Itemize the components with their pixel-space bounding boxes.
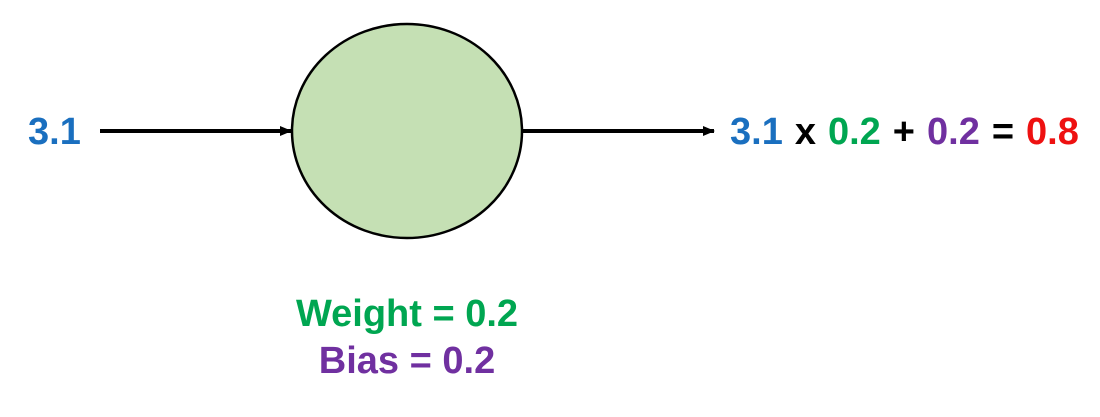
equation-plus-sign: + <box>892 111 915 153</box>
weight-label: Weight = 0.2 <box>295 293 519 335</box>
equation-input-term: 3.1 <box>730 111 783 153</box>
equation-weight-term: 0.2 <box>827 111 881 153</box>
equation-bias-term: 0.2 <box>927 111 980 153</box>
input-value: 3.1 <box>28 111 81 153</box>
equation-times-sign: x <box>794 111 816 153</box>
neuron-node <box>290 22 524 240</box>
bias-label: Bias = 0.2 <box>318 340 496 382</box>
equation-result: 0.8 <box>1026 111 1079 153</box>
equation-equals-sign: = <box>991 111 1015 153</box>
output-equation: 3.1 x 0.2 +0.2 = 0.8 <box>730 110 1079 154</box>
